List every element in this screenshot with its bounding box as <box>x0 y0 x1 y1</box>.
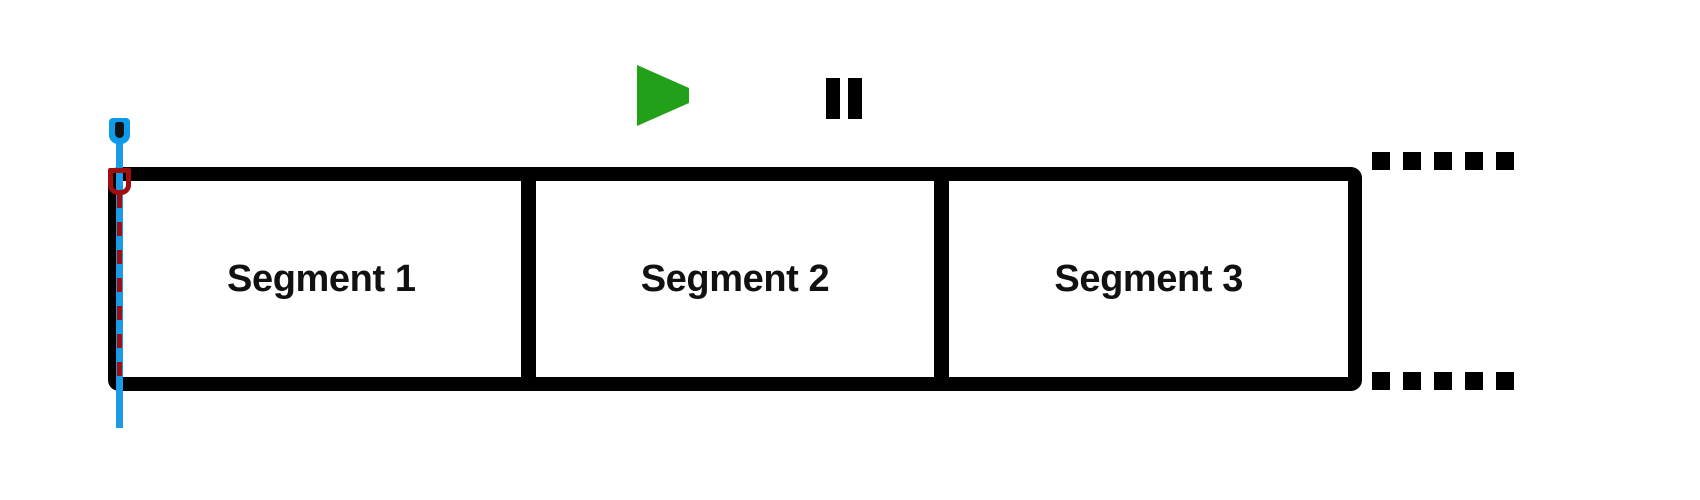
playhead-handle-inner-icon <box>115 122 124 138</box>
continuation-dash <box>1496 372 1514 390</box>
transport-controls <box>630 60 930 130</box>
pause-icon-bar-right <box>848 78 862 119</box>
timeline-continuation-bottom <box>1372 372 1514 390</box>
timeline-segment[interactable]: Segment 2 <box>535 181 935 377</box>
timeline-segment[interactable]: Segment 1 <box>122 181 521 377</box>
continuation-dash <box>1465 372 1483 390</box>
timeline-continuation-top <box>1372 152 1514 170</box>
continuation-dash <box>1372 372 1390 390</box>
region-marker[interactable] <box>104 168 134 390</box>
segment-label: Segment 2 <box>640 257 830 300</box>
continuation-dash <box>1372 152 1390 170</box>
timeline-segment[interactable]: Segment 3 <box>949 181 1349 377</box>
play-icon <box>637 65 689 126</box>
segment-label: Segment 3 <box>1054 257 1243 300</box>
continuation-dash <box>1434 372 1452 390</box>
continuation-dash <box>1403 152 1421 170</box>
continuation-dash <box>1403 372 1421 390</box>
continuation-dash <box>1465 152 1483 170</box>
pause-button[interactable] <box>826 78 862 119</box>
play-button[interactable] <box>637 65 689 126</box>
segment-label: Segment 1 <box>227 257 416 300</box>
segment-list: Segment 1 Segment 2 Segment 3 <box>122 181 1349 377</box>
region-marker-line <box>117 194 122 390</box>
timeline-track[interactable]: Segment 1 Segment 2 Segment 3 <box>108 167 1362 391</box>
marker-handle-icon[interactable] <box>108 168 131 195</box>
pause-icon <box>826 78 840 119</box>
continuation-dash <box>1496 152 1514 170</box>
continuation-dash <box>1434 152 1452 170</box>
playhead-handle-icon[interactable] <box>109 118 130 144</box>
